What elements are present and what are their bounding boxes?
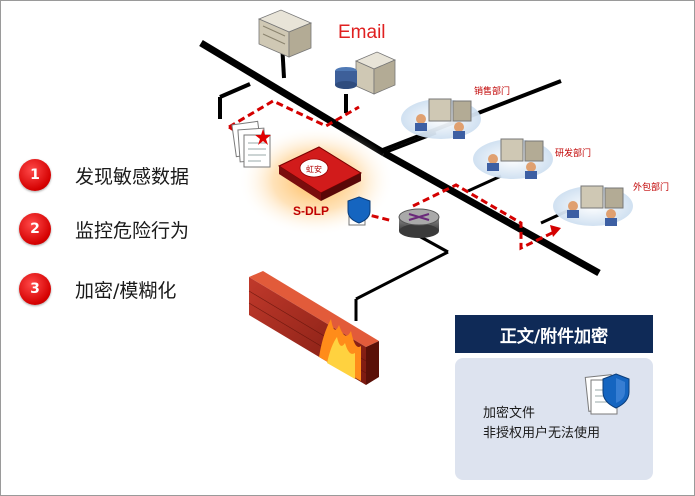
- dlp-appliance-icon: [277, 146, 363, 201]
- step-text: 监控危险行为: [75, 219, 190, 242]
- shield-document-icon: [347, 196, 371, 226]
- server-icon: [257, 9, 313, 58]
- firewall-icon: [248, 271, 379, 385]
- step-number-badge: 1: [19, 159, 51, 191]
- router-icon: [398, 208, 440, 238]
- device-label: S-DLP: [293, 204, 329, 218]
- step-text: 发现敏感数据: [75, 165, 190, 188]
- document-stack-icon: [231, 120, 271, 168]
- step-item-1: 1 发现敏感数据: [19, 159, 189, 191]
- encryption-line-1: 加密文件: [483, 406, 536, 421]
- encryption-line-2: 非授权用户无法使用: [483, 426, 601, 441]
- dept-label-rd: 研发部门: [555, 149, 592, 159]
- shield-document-icon: [584, 373, 630, 415]
- user-workgroup-icon: [473, 138, 553, 179]
- device-badge: 虹安: [306, 164, 322, 174]
- arrow-head-icon: [550, 225, 561, 237]
- encryption-panel: 加密文件 非授权用户无法使用: [455, 358, 653, 480]
- user-workgroup-icon: [553, 185, 633, 226]
- dept-label-outsource: 外包部门: [633, 183, 670, 193]
- database-server-icon: [335, 51, 396, 95]
- dept-label-sales: 销售部门: [474, 87, 511, 97]
- encryption-panel-title: 正文/附件加密: [455, 315, 653, 353]
- user-workgroup-icon: [401, 98, 481, 139]
- step-text: 加密/模糊化: [75, 279, 177, 302]
- step-number-badge: 3: [19, 273, 51, 305]
- encryption-panel-text: 加密文件 非授权用户无法使用: [483, 404, 600, 444]
- email-label: Email: [338, 22, 386, 43]
- step-item-3: 3 加密/模糊化: [19, 273, 176, 305]
- step-item-2: 2 监控危险行为: [19, 213, 189, 245]
- step-number-badge: 2: [19, 213, 51, 245]
